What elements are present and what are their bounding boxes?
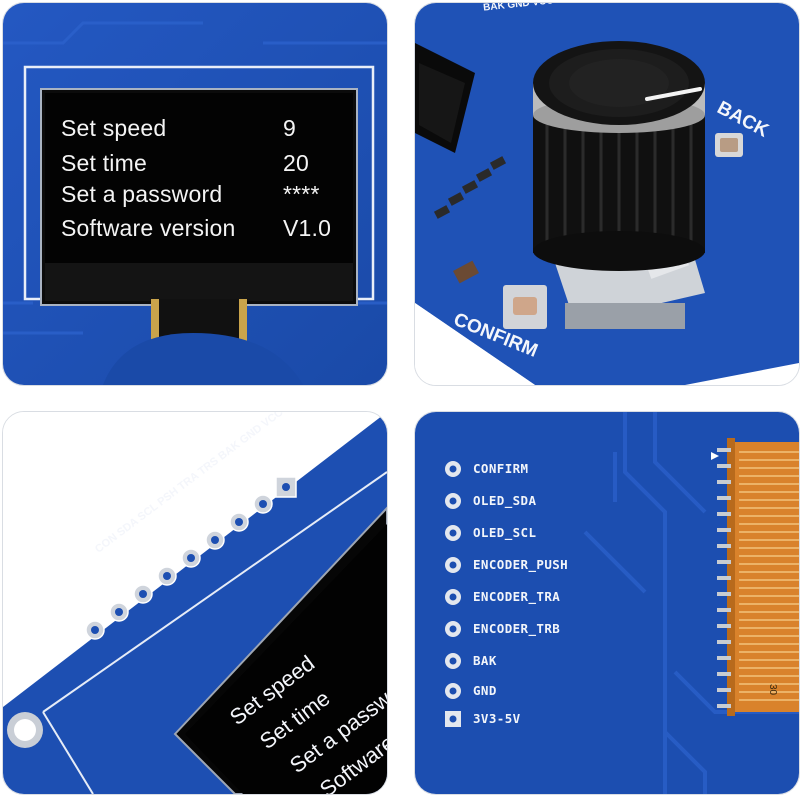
encoder-board-graphic [415,3,799,385]
angled-board-graphic [3,412,387,794]
pin-label-encoder-trb: ENCODER_TRB [473,621,561,636]
encoder-knob-panel: BAK GND VCC BACK CONFIRM [414,2,800,386]
menu-label-time: Set time [61,150,147,176]
pin-pads [445,461,461,727]
pin-label-panel: CONFIRM OLED_SDA OLED_SCL ENCODER_PUSH E… [414,411,800,795]
board-back-graphic [415,412,799,794]
oled-board-graphic [3,3,387,385]
oled-display-panel: Set speed 9 Set time 20 Set a password *… [2,2,388,386]
menu-label-speed: Set speed [61,115,167,141]
pin-header-panel: CON SDA SCL PSH TRA TRS BAK GND VCC Set … [2,411,388,795]
menu-value-password: **** [283,181,320,207]
pin-label-vcc: 3V3-5V [473,711,521,726]
pin-label-bak: BAK [473,653,497,668]
fpc-pin-count-mark: 30 [767,683,779,696]
pin-label-encoder-tra: ENCODER_TRA [473,589,561,604]
menu-value-time: 20 [283,150,309,176]
menu-value-speed: 9 [283,115,296,141]
pin-label-oled-sda: OLED_SDA [473,493,537,508]
menu-label-version: Software version [61,215,236,241]
menu-value-version: V1.0 [283,215,332,241]
pin-label-confirm: CONFIRM [473,461,529,476]
menu-label-password: Set a password [61,181,223,207]
pin-label-encoder-push: ENCODER_PUSH [473,557,569,572]
pin-label-oled-scl: OLED_SCL [473,525,537,540]
pin-label-gnd: GND [473,683,497,698]
